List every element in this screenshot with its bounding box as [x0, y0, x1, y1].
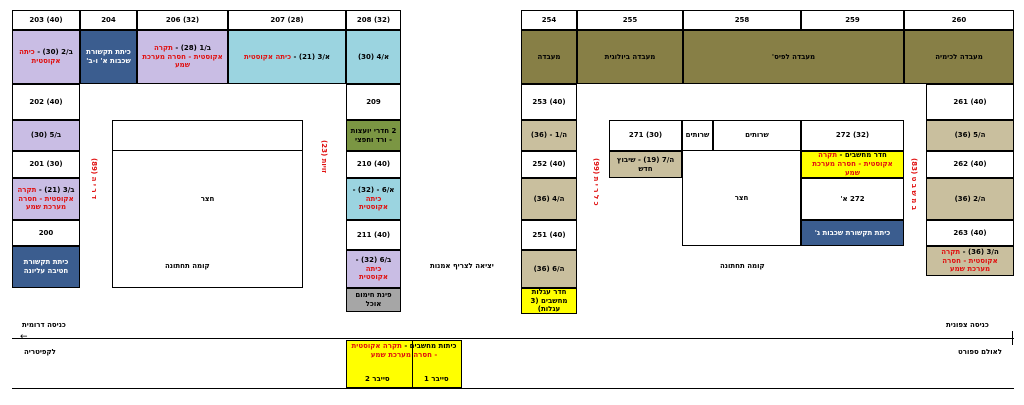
room-262: (40) 262	[926, 151, 1014, 178]
cyber-2: סייבר 2	[365, 375, 390, 383]
class-a4: א/4 (30)	[346, 30, 401, 84]
room-255-header: 255	[577, 10, 683, 30]
computer-classes: כיתות מחשבים - תקרה אקוסטית - חסרה מערכת…	[346, 340, 462, 388]
class-b1-note: תקרה אקוסטית - חסרה מערכת שמע	[142, 43, 223, 70]
class-h7: ה/7 (19) - שיבוץ חדש	[609, 151, 682, 178]
room-208-header: (32) 208	[346, 10, 401, 30]
class-h3: ה/3 (36) - תקרה אקוסטית - חסרה מערכת שמע	[926, 246, 1014, 276]
room-206-header: (32) 206	[137, 10, 228, 30]
counselors-rooms: 2 חדרי יועצות - ורד וחפצי	[346, 120, 401, 151]
room-204-header: 204	[80, 10, 137, 30]
class-a3: א/3 (21) - כיתה אקוסטית	[228, 30, 346, 84]
room-260-header: 260	[904, 10, 1014, 30]
room-272: (32) 272	[801, 120, 904, 151]
computer-classes-note: תקרה אקוסטית - חסרה מערכת שמע	[351, 342, 438, 359]
to-cafeteria[interactable]: לקפיטריה	[24, 348, 56, 356]
restrooms-1: שרותים	[682, 120, 713, 151]
class-a3-note: כיתה אקוסטית	[244, 52, 292, 61]
room-263: (40) 263	[926, 220, 1014, 246]
computer-carts-room: חדר עגלות מחשבים (3 עגלות)	[521, 288, 577, 314]
vertical-label-left: ד ר י ה (89)	[90, 158, 98, 200]
vertical-label-center: כ ל ר י ת (99)	[592, 158, 600, 206]
computer-classes-label: כיתות מחשבים -	[401, 342, 457, 350]
class-b1: ב/1 (28) - תקרה אקוסטית - חסרה מערכת שמע	[137, 30, 228, 84]
bio-lab: מעבדה ביולוגית	[577, 30, 683, 84]
class-b3: ב/3 (21) - תקרה אקוסטית - חסרה מערכת שמע	[12, 178, 80, 220]
class-h1: ה/1 - (36)	[521, 120, 577, 151]
south-entrance[interactable]: כניסה דרומית	[22, 321, 66, 329]
courtyard-left-top	[112, 120, 303, 151]
class-b6: ב/6 (32) - כיתה אקוסטית	[346, 250, 401, 288]
courtyard-left: חצר	[112, 151, 303, 288]
corridor-line	[12, 338, 1014, 339]
room-258-header: 258	[683, 10, 801, 30]
class-a3-label: א/3 (21) -	[291, 52, 330, 61]
computer-room: חדר מחשבים - תקרה אקוסטית - חסרה מערכת ש…	[801, 151, 904, 178]
comm-class-high: כיתת תקשורת חטיבה עליונה	[12, 246, 80, 288]
class-h5: ה/5 (36)	[926, 120, 1014, 151]
class-b1-label: ב/1 (28) -	[172, 43, 212, 52]
bottom-floor-right: קומה תחתונה	[720, 262, 765, 270]
class-b5: ב/5 (30)	[12, 120, 80, 151]
comm-class-g: כיתת תקשורת שכבות ג'	[801, 220, 904, 246]
room-272a: 272 א'	[801, 178, 904, 220]
room-201: (30) 201	[12, 151, 80, 178]
class-a6: א/6 - (32) - כיתה אקוסטית	[346, 178, 401, 220]
to-sports-hall[interactable]: לאולם ספורט	[958, 348, 1003, 356]
vertical-label-mid: זויות (23)	[320, 140, 328, 174]
class-h2: ה/2 (36)	[926, 178, 1014, 220]
courtyard-right: חצר	[682, 151, 801, 246]
lab-254: מעבדה	[521, 30, 577, 84]
room-252: (40) 252	[521, 151, 577, 178]
class-b2-label: ב/2 (30) -	[34, 48, 73, 57]
room-254-header: 254	[521, 10, 577, 30]
room-203-header: (40) 203	[12, 10, 80, 30]
class-b3-note: תקרה אקוסטית - חסרה מערכת שמע	[17, 185, 74, 212]
north-entrance[interactable]: כניסה צפונית	[946, 321, 989, 329]
class-b6-label: ב/6 (32) -	[355, 255, 392, 264]
class-h3-label: ה/3 (36) -	[960, 247, 999, 256]
room-261: (40) 261	[926, 84, 1014, 120]
cyber-1: סייבר 1	[424, 375, 449, 383]
room-210: (40) 210	[346, 151, 401, 178]
room-259-header: 259	[801, 10, 904, 30]
class-h4: ה/4 (36)	[521, 178, 577, 220]
class-b6-note: כיתה אקוסטית	[358, 264, 388, 282]
class-h3-note: תקרה אקוסטית - חסרה מערכת שמע	[941, 247, 998, 274]
room-200: 200	[12, 220, 80, 246]
class-a6-label: א/6 - (32) -	[352, 185, 395, 194]
class-b2-note: כיתה אקוסטית	[19, 48, 61, 65]
room-211: (40) 211	[346, 220, 401, 250]
bottom-floor-left: קומה תחתונה	[165, 262, 210, 270]
chem-lab: מעבדה לכימיה	[904, 30, 1014, 84]
restrooms-2: שרותים	[713, 120, 801, 151]
bottom-border-line	[12, 388, 1014, 389]
computer-room-label: חדר מחשבים -	[837, 151, 887, 160]
vertical-label-right: ב מ ש ב ט (83)	[910, 158, 918, 211]
room-209: 209	[346, 84, 401, 120]
class-b3-label: ב/3 (21) -	[36, 185, 75, 194]
cyber-divider	[412, 340, 413, 388]
room-271: (30) 271	[609, 120, 682, 151]
class-a6-note: כיתה אקוסטית	[358, 194, 388, 212]
room-253: (40) 253	[521, 84, 577, 120]
room-251: (40) 251	[521, 220, 577, 250]
physics-lab: מעבדה לפיס'	[683, 30, 904, 84]
room-202: (40) 202	[12, 84, 80, 120]
comm-class-ab: כיתת תקשורת שכבות א' ו-ב'	[80, 30, 137, 84]
food-heating-corner: פינת חימום אוכל	[346, 288, 401, 312]
arrow-left-icon: ←	[20, 332, 28, 342]
class-b2: ב/2 (30) - כיתה אקוסטית	[12, 30, 80, 84]
art-exit-label[interactable]: יציאה לצריף אמנות	[430, 262, 494, 270]
room-207-header: (28) 207	[228, 10, 346, 30]
computer-room-note: תקרה אקוסטית - חסרה מערכת שמע	[812, 151, 893, 177]
corridor-end-tick	[1012, 331, 1013, 345]
class-h6: ה/6 (36)	[521, 250, 577, 288]
